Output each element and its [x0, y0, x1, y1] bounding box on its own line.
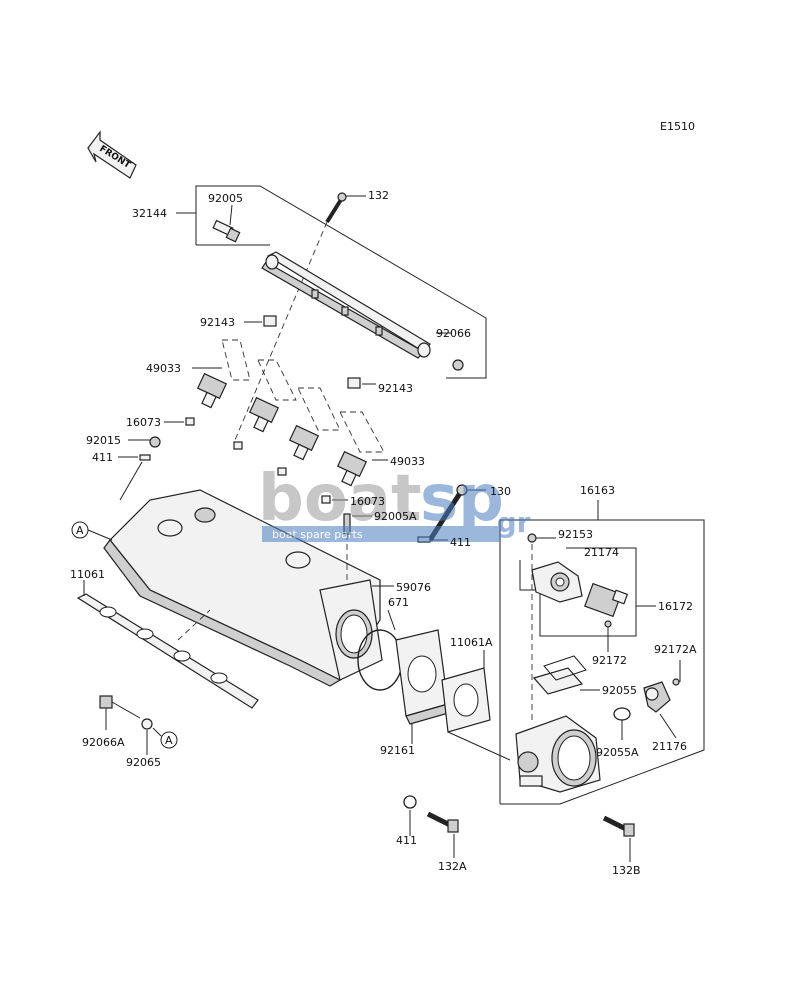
front-arrow-icon: FRONT	[87, 130, 137, 179]
screw-92172a	[672, 678, 680, 686]
part-label-92005a: 92005A	[374, 510, 417, 523]
o-ring-92055a	[613, 707, 631, 721]
part-label-59076: 59076	[396, 581, 431, 594]
part-label-21174: 21174	[584, 546, 619, 559]
part-label-16073b: 16073	[350, 495, 385, 508]
bolt-92015	[149, 436, 161, 448]
sensor-21176	[643, 681, 671, 713]
part-label-92153: 92153	[558, 528, 593, 541]
ref-marker-a-top: A	[76, 524, 84, 537]
part-label-411c: 411	[396, 834, 417, 847]
o-ring-92143-b	[347, 377, 361, 389]
part-label-132a: 132A	[438, 860, 467, 873]
watermark-logo: boat sp .gr boat spare parts	[258, 462, 531, 542]
bolt-132a	[426, 811, 459, 833]
part-label-92066: 92066	[436, 327, 471, 340]
spacer-92161	[395, 629, 453, 725]
bolt-92066a	[99, 695, 113, 709]
part-label-671: 671	[388, 596, 409, 609]
part-label-130: 130	[490, 485, 511, 498]
part-label-16172: 16172	[658, 600, 693, 613]
intake-manifold	[103, 489, 383, 687]
part-label-92172: 92172	[592, 654, 627, 667]
injector-1	[196, 372, 228, 409]
part-label-11061a: 11061A	[450, 636, 493, 649]
washer-411-c	[403, 795, 417, 809]
throttle-body	[515, 715, 601, 793]
part-labels: 32144 92005 132 92143 92066 49033 92143 16073 92…	[70, 189, 697, 877]
gasket-11061	[76, 593, 259, 709]
bolt-132	[325, 192, 347, 224]
ref-marker-a-bottom: A	[165, 734, 173, 747]
part-label-11061: 11061	[70, 568, 105, 581]
part-label-411a: 411	[92, 451, 113, 464]
sensor-21174	[531, 561, 583, 603]
valve-16172	[584, 582, 629, 628]
injector-4	[336, 450, 368, 487]
gasket-92055	[532, 655, 587, 695]
fitting-92005	[212, 219, 241, 243]
clip-411-a	[139, 454, 151, 461]
watermark-tagline: boat spare parts	[272, 528, 363, 541]
part-label-132b: 132B	[612, 864, 641, 877]
part-label-92161: 92161	[380, 744, 415, 757]
part-label-92066a: 92066A	[82, 736, 125, 749]
injector-2	[248, 396, 280, 433]
washer-92065	[141, 718, 153, 730]
watermark-brand-right: sp	[420, 462, 504, 536]
part-label-92055a: 92055A	[596, 746, 639, 759]
part-label-21176: 21176	[652, 740, 687, 753]
diagram-code: E1510	[660, 120, 695, 133]
part-label-92143b: 92143	[378, 382, 413, 395]
part-label-92005: 92005	[208, 192, 243, 205]
part-label-92055: 92055	[602, 684, 637, 697]
part-label-92065: 92065	[126, 756, 161, 769]
cap-92066	[452, 359, 464, 371]
injector-3	[288, 424, 320, 461]
part-label-32144: 32144	[132, 207, 167, 220]
part-label-16073a: 16073	[126, 416, 161, 429]
part-label-92172a: 92172A	[654, 643, 697, 656]
watermark-brand-left: boat	[258, 462, 422, 536]
part-label-411b: 411	[450, 536, 471, 549]
part-label-92015: 92015	[86, 434, 121, 447]
part-label-16163: 16163	[580, 484, 615, 497]
part-label-92143a: 92143	[200, 316, 235, 329]
bolt-132b	[602, 815, 635, 837]
part-label-49033a: 49033	[146, 362, 181, 375]
part-label-132: 132	[368, 189, 389, 202]
o-ring-92143-a	[263, 315, 277, 327]
gasket-11061a	[441, 667, 491, 733]
fuel-rail	[261, 251, 431, 359]
part-label-49033b: 49033	[390, 455, 425, 468]
